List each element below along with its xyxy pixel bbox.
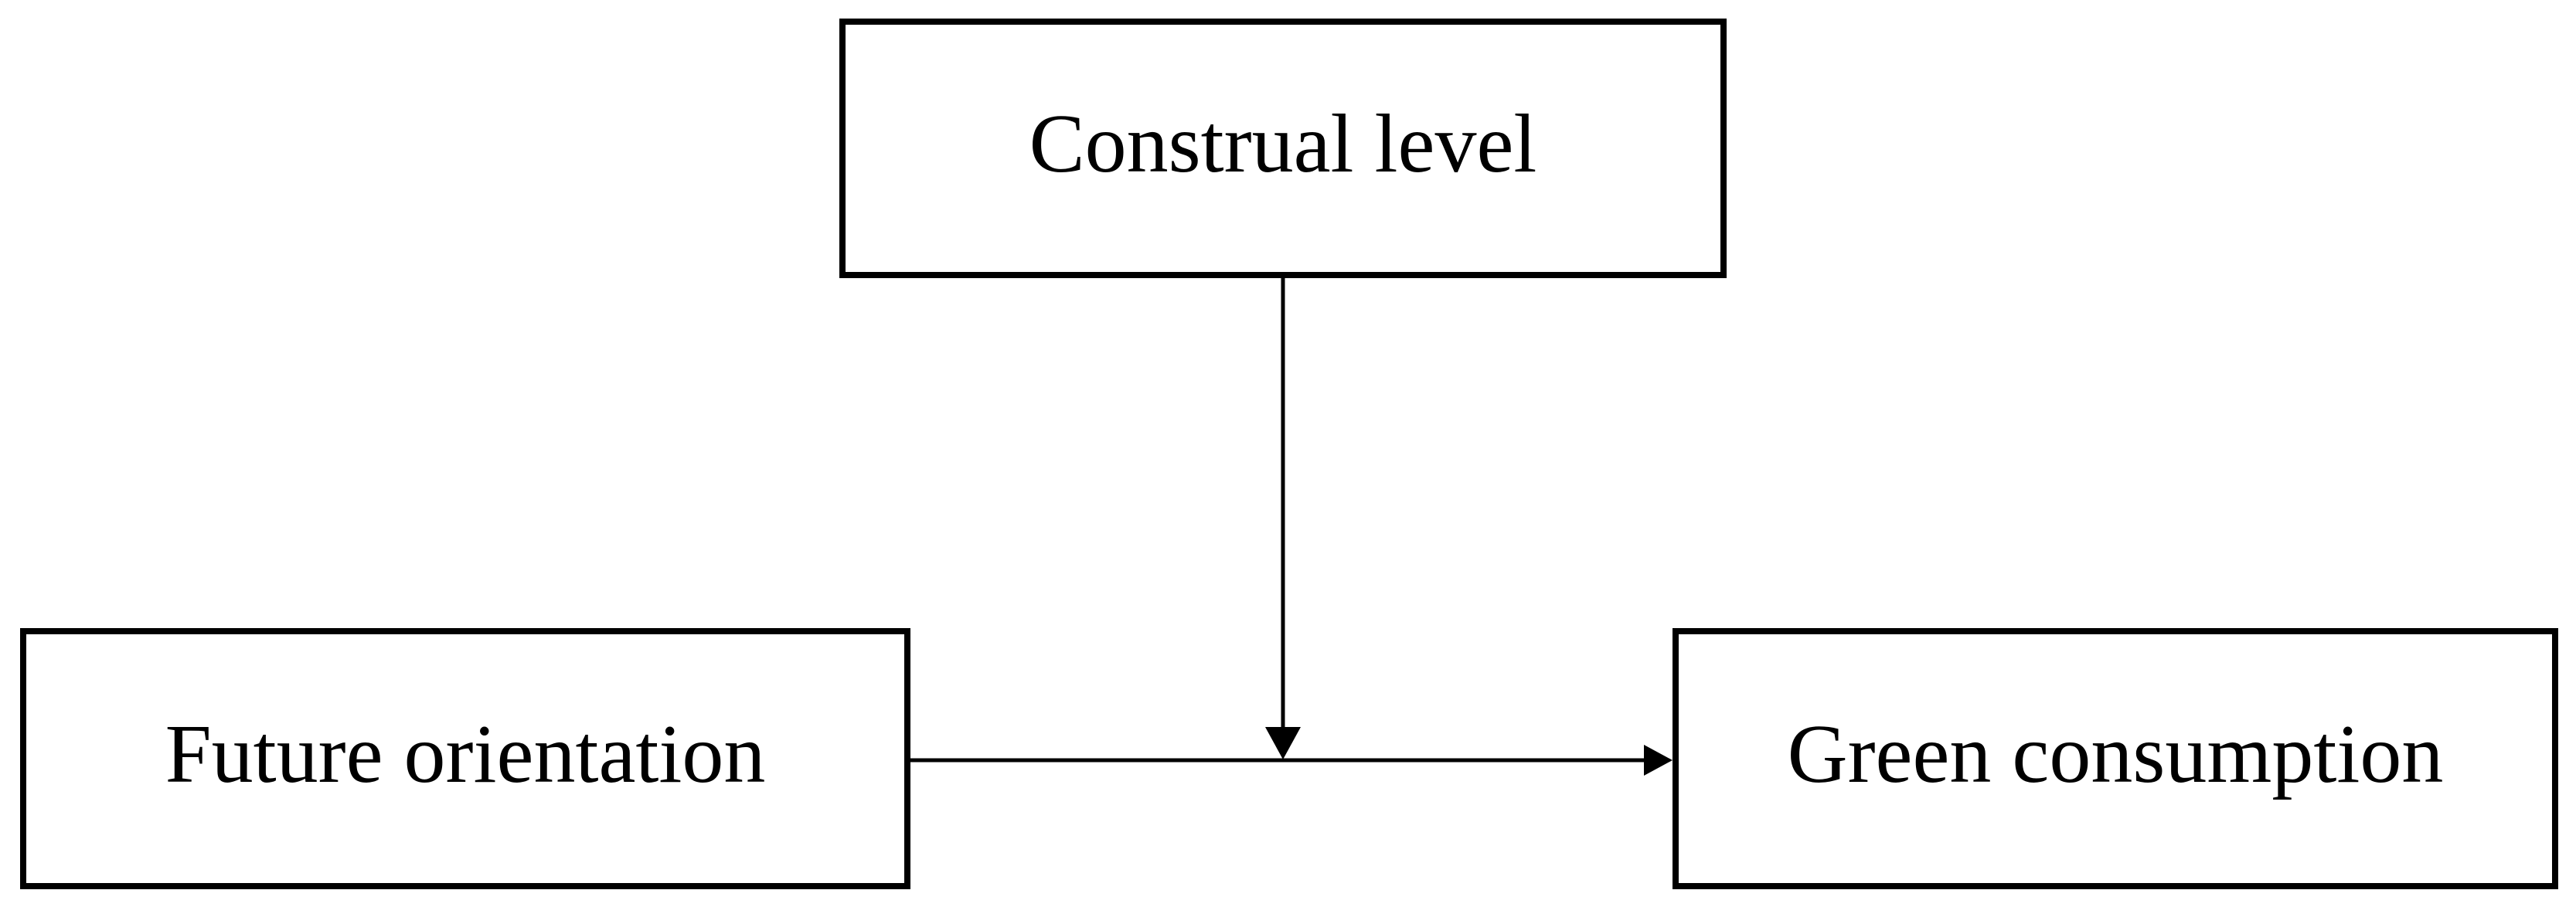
right-arrowhead-icon (1644, 745, 1673, 776)
down-arrowhead-icon (1265, 727, 1301, 759)
node-future-orientation-label: Future orientation (165, 708, 766, 800)
node-construal-level-label: Construal level (1029, 98, 1537, 190)
moderation-arrow (1265, 277, 1301, 759)
node-green-consumption-label: Green consumption (1787, 708, 2444, 800)
node-green-consumption: Green consumption (1673, 628, 2558, 889)
node-future-orientation: Future orientation (20, 628, 910, 889)
node-construal-level: Construal level (839, 19, 1727, 278)
direct-effect-arrow (910, 745, 1673, 776)
